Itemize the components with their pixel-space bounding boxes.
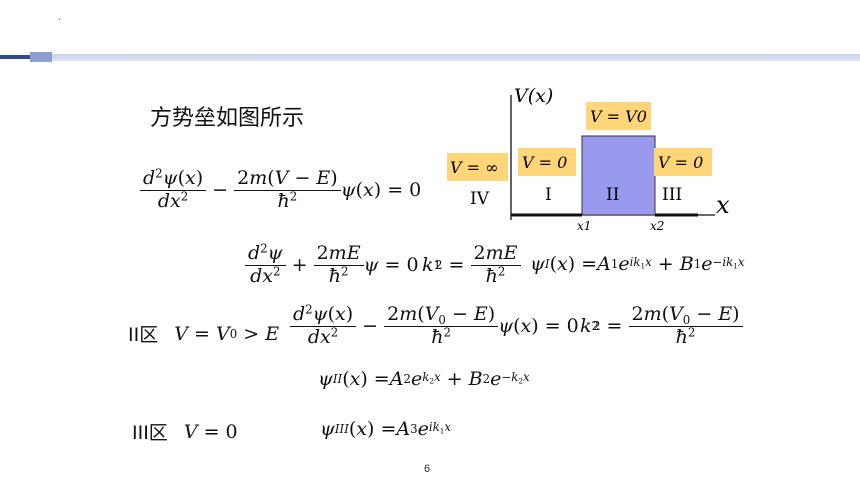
- region-iii-label: III: [662, 185, 682, 205]
- region1-label: V = 0: [522, 153, 567, 172]
- region-iv-label: IV: [470, 189, 490, 209]
- potential-diagram: V(x) x V = V0 V = ∞ V = 0 V = 0 IV I II …: [447, 85, 730, 233]
- page-number: 6: [424, 463, 431, 475]
- header-dot: .: [58, 12, 62, 23]
- region-i-label: I: [545, 185, 552, 205]
- header-bar-light: [52, 54, 860, 61]
- region-ii-label: II: [606, 185, 619, 205]
- region3-label: III区: [132, 422, 168, 444]
- region3-label: V = 0: [658, 153, 703, 172]
- equation-schrodinger: d2ψ(x)dx2 − 2m(V − E)ħ2 ψ(x) = 0: [140, 167, 421, 213]
- left-label-bg: [447, 153, 508, 181]
- left-label: V = ∞: [450, 158, 498, 177]
- barrier-label: V = V0: [590, 107, 647, 126]
- region2-label: II区: [128, 324, 159, 346]
- equation-region2: d2ψ(x)dx2 − 2m(V0 − E)ħ2 ψ(x) = 0: [290, 303, 579, 349]
- x-axis-label: x: [716, 191, 730, 219]
- region1-label-bg: [518, 148, 576, 176]
- header-bar-mid: [30, 52, 52, 62]
- barrier-rect: [581, 135, 656, 216]
- y-axis-label: V(x): [514, 85, 553, 107]
- barrier-label-bg: [586, 102, 651, 130]
- header-bar-dark: [0, 55, 30, 59]
- x1-label: x1: [577, 219, 591, 233]
- x2-label: x2: [650, 219, 664, 233]
- region3-cond: III区 V = 0: [132, 418, 238, 445]
- header-bar: [0, 52, 860, 64]
- slide-title: 方势垒如图所示: [150, 106, 305, 131]
- region3-label-bg: [654, 148, 712, 176]
